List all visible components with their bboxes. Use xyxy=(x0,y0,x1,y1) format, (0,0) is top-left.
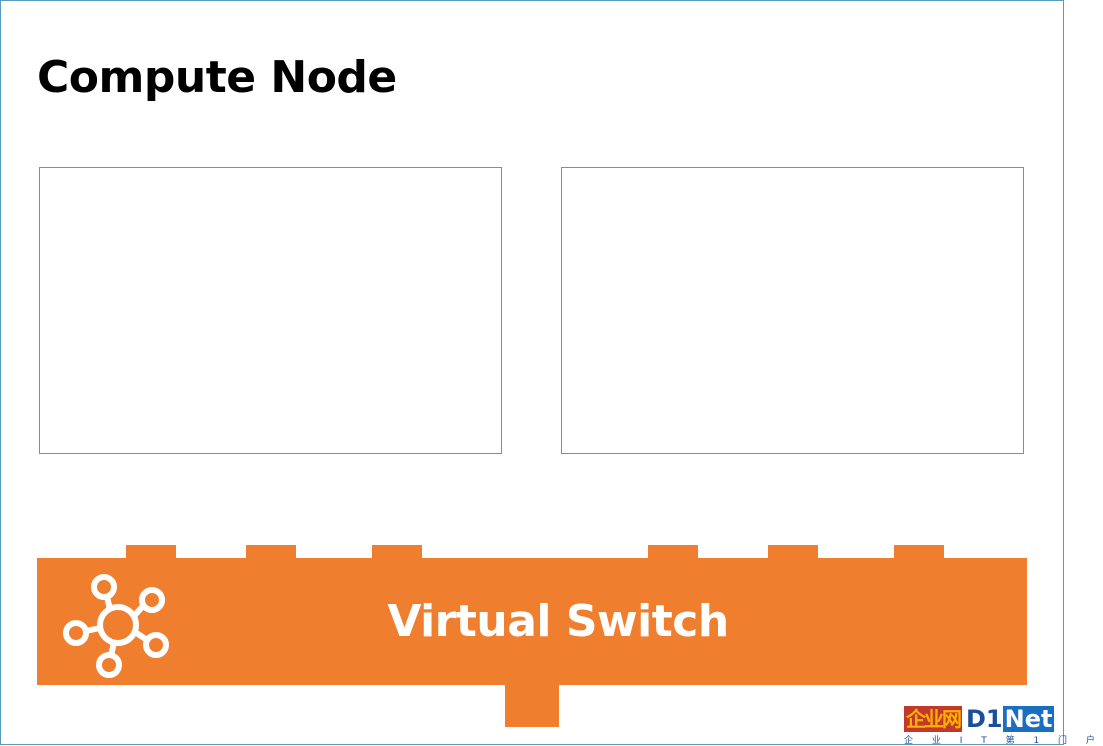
switch-port xyxy=(246,545,296,559)
compute-node-title: Compute Node xyxy=(37,52,397,103)
virtual-switch-label: Virtual Switch xyxy=(387,596,729,647)
watermark-d1: D1 xyxy=(966,705,1003,733)
switch-port xyxy=(648,545,698,559)
virtual-switch: Virtual Switch xyxy=(37,558,1027,685)
watermark-sub: 企 业 I T 第 1 门 户 xyxy=(904,736,1103,746)
compute-node-frame xyxy=(0,0,1064,745)
watermark-cn: 企业网 xyxy=(904,706,962,732)
switch-port xyxy=(372,545,422,559)
switch-port xyxy=(768,545,818,559)
network-hub-icon xyxy=(63,574,169,678)
vm-box-right xyxy=(561,167,1024,454)
switch-port xyxy=(126,545,176,559)
switch-port xyxy=(894,545,944,559)
watermark-net: Net xyxy=(1002,705,1055,733)
switch-uplink-port xyxy=(505,684,559,727)
watermark-logo: 企业网 D1 Net 企 业 I T 第 1 门 户 xyxy=(904,705,1095,746)
vm-box-left xyxy=(39,167,502,454)
